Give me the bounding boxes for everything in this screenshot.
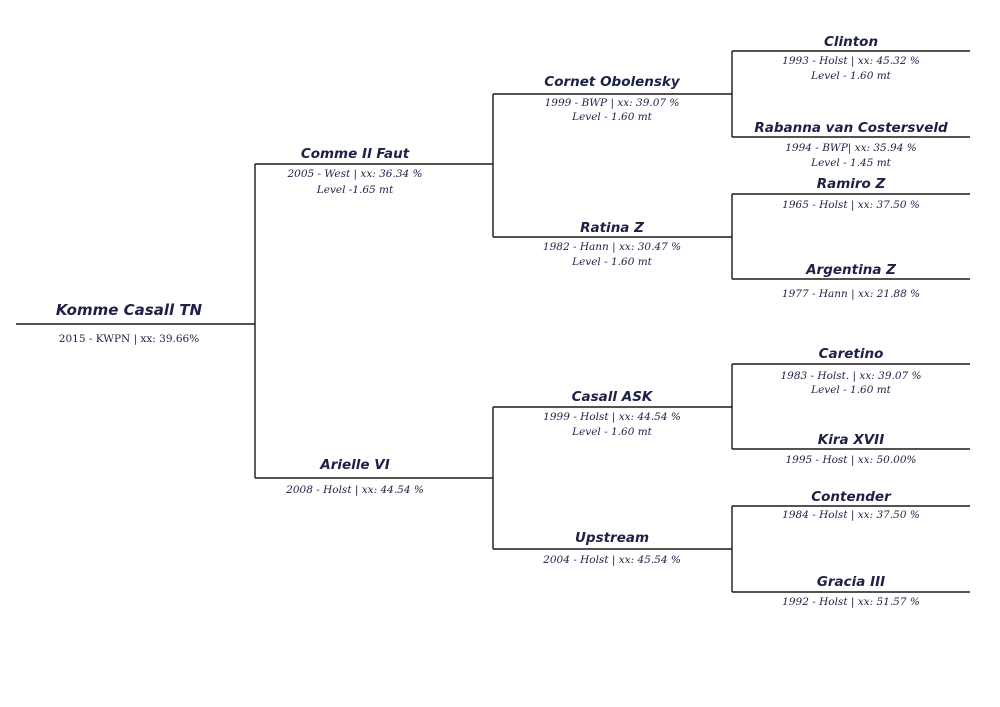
dam-sire-info-line1: 1999 - Holst | xx: 44.54 % <box>543 411 681 423</box>
sire-info-line1: 2005 - West | xx: 36.34 % <box>287 168 423 180</box>
ggp-3-name: Ramiro Z <box>816 176 886 192</box>
dam-dam-name: Upstream <box>574 530 650 546</box>
ggp-6-name: Kira XVII <box>817 432 885 448</box>
dam-info-line1: 2008 - Holst | xx: 44.54 % <box>286 484 424 496</box>
dam-sire-info-line2: Level - 1.60 mt <box>572 426 652 438</box>
ggp-8-name: Gracia III <box>816 574 886 590</box>
sire-sire-info-line1: 1999 - BWP | xx: 39.07 % <box>544 97 680 109</box>
dam-dam-info-line1: 2004 - Holst | xx: 45.54 % <box>543 554 681 566</box>
ggp-2-info-line2: Level - 1.45 mt <box>811 157 891 169</box>
dam-name: Arielle VI <box>320 457 390 473</box>
ggp-1-info-line1: 1993 - Holst | xx: 45.32 % <box>782 55 920 67</box>
sire-dam-info-line1: 1982 - Hann | xx: 30.47 % <box>542 241 682 253</box>
ggp-6-info-line1: 1995 - Host | xx: 50.00% <box>785 454 917 466</box>
ggp-2-info-line1: 1994 - BWP| xx: 35.94 % <box>785 142 917 154</box>
ggp-8-info-line1: 1992 - Holst | xx: 51.57 % <box>782 596 920 608</box>
sire-sire-info-line2: Level - 1.60 mt <box>572 111 652 123</box>
ggp-7-info-line1: 1984 - Holst | xx: 37.50 % <box>782 509 920 521</box>
subject-info: 2015 - KWPN | xx: 39.66% <box>58 333 200 345</box>
ggp-4-name: Argentina Z <box>806 262 896 278</box>
dam-sire-name: Casall ASK <box>571 389 653 405</box>
ggp-1-name: Clinton <box>823 34 879 50</box>
ggp-7-name: Contender <box>811 489 891 505</box>
ggp-1-info-line2: Level - 1.60 mt <box>811 70 891 82</box>
ggp-5-info-line1: 1983 - Holst. | xx: 39.07 % <box>780 370 922 382</box>
ggp-5-info-line2: Level - 1.60 mt <box>811 384 891 396</box>
sire-name: Comme Il Faut <box>300 146 410 162</box>
ggp-5-name: Caretino <box>818 346 884 362</box>
sire-dam-name: Ratina Z <box>580 220 644 236</box>
ggp-2-name: Rabanna van Costersveld <box>754 120 948 136</box>
subject-name: Komme Casall TN <box>55 301 203 319</box>
sire-sire-name: Cornet Obolensky <box>544 74 680 90</box>
ggp-3-info-line1: 1965 - Holst | xx: 37.50 % <box>782 199 920 211</box>
sire-info-line2: Level -1.65 mt <box>316 184 394 196</box>
ggp-4-info-line1: 1977 - Hann | xx: 21.88 % <box>781 288 921 300</box>
sire-dam-info-line2: Level - 1.60 mt <box>572 256 652 268</box>
